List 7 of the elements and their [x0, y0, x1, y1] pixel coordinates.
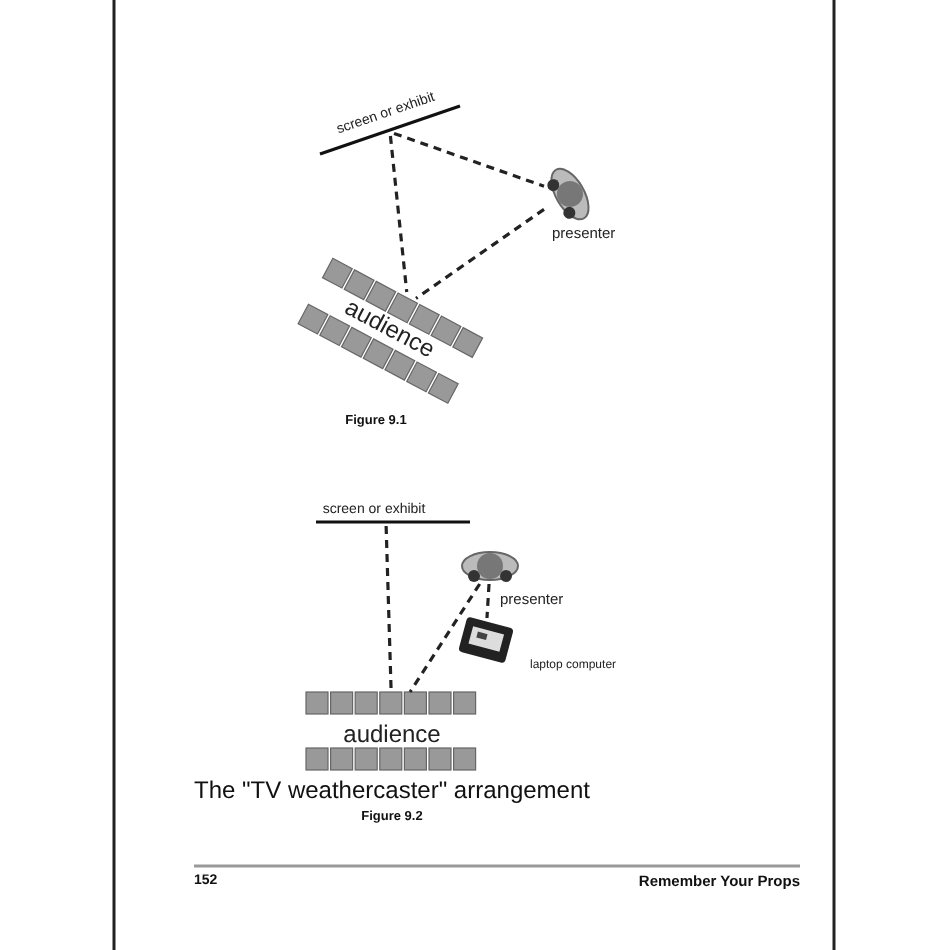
- dashed-sightline: [384, 525, 393, 693]
- dashed-sightline: [393, 131, 545, 188]
- dashed-sightline: [408, 583, 482, 693]
- dashed-sightline: [415, 208, 545, 300]
- dashed-sightline: [388, 135, 409, 293]
- dashed-sightline: [485, 583, 491, 619]
- node-label: audience: [343, 722, 441, 746]
